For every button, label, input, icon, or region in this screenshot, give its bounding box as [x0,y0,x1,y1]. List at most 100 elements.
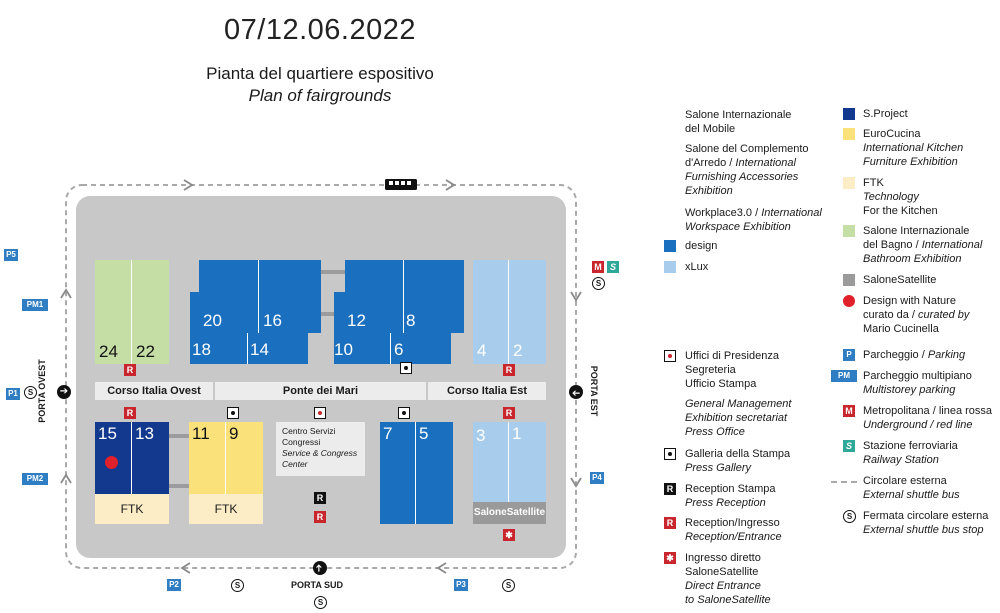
shuttle-direction-arrow [60,473,72,484]
hall-24[interactable]: 24 [95,260,132,364]
hall-14[interactable]: 14 [248,333,308,364]
map-title-italian: Pianta del quartiere espositivo [206,64,434,83]
legend-metro-icon: M [843,405,855,417]
legend-shuttle-line-icon [831,481,857,483]
parking-p5-badge[interactable]: P5 [4,249,18,261]
hall-18-front[interactable]: 18 [190,333,248,364]
legend-bagno: Salone Internazionale del Bagno / Intern… [863,225,983,265]
legend-uffici: Uffici di Presidenza Segreteria Ufficio … [685,350,792,438]
hall-16[interactable]: 16 [259,260,321,333]
bus-icon [385,179,417,190]
parking-p3-badge[interactable]: P3 [454,579,468,591]
hall-7[interactable]: 7 [380,422,416,524]
street-corso-italia-ovest: Corso Italia Ovest [95,382,213,400]
legend-ftk-swatch [843,177,855,189]
legend-bagno-swatch [843,225,855,237]
porta-sud-label: PORTA SUD [291,580,344,590]
map-title-english: Plan of fairgrounds [248,86,392,105]
parking-p2-badge[interactable]: P2 [167,579,181,591]
fairground-area: 24 22 20 16 18 14 12 8 10 6 4 2 Corso It… [76,196,566,558]
legend-direct-entrance-icon: ✱ [664,552,676,564]
metro-red-line-badge[interactable]: M [592,261,604,273]
press-reception-badge[interactable]: R [314,492,326,504]
shuttle-stop-icon[interactable]: S [592,277,605,290]
satellite-direct-entrance-icon[interactable]: ✱ [503,529,515,541]
hall-8[interactable]: 8 [404,260,464,333]
legend-multistorey-icon: PM [831,370,857,382]
hall-11[interactable]: 11 [189,422,226,494]
legend-reception-stampa: Reception Stampa Press Reception [685,483,776,509]
shuttle-direction-arrow [570,477,582,488]
legend-parking-icon: P [843,349,855,361]
hall-5[interactable]: 5 [416,422,453,524]
porta-sud-arrow-icon[interactable]: ➔ [313,561,327,575]
parking-pm1-badge[interactable]: PM1 [22,299,48,311]
hall-20[interactable]: 20 [199,260,259,333]
porta-ovest-label: PORTA OVEST [37,359,47,423]
management-office-marker[interactable] [314,407,326,419]
legend-circolare: Circolare esterna External shuttle bus [863,475,960,501]
shuttle-direction-arrow [60,288,72,299]
salone-satellite-area[interactable]: SaloneSatellite [473,502,546,524]
railway-station-badge[interactable]: S [607,261,619,273]
hall-22[interactable]: 22 [132,260,169,364]
hall-2[interactable]: 2 [509,260,546,364]
ftk-area-east[interactable]: FTK [189,494,263,524]
hall-10-west-edge [334,292,346,334]
legend-reception-ingresso: Reception/Ingresso Reception/Entrance [685,517,782,543]
legend-shuttle-stop-icon: S [843,510,856,523]
event-date: 07/12.06.2022 [224,14,416,46]
hall-6[interactable]: 6 [391,333,451,364]
legend-eurocucina-swatch [843,128,855,140]
legend-workplace: Workplace3.0 / International Workspace E… [685,207,822,233]
legend-sproject-swatch [843,108,855,120]
shuttle-direction-arrow [183,179,194,191]
reception-entrance-badge[interactable]: R [314,511,326,523]
connector [169,484,189,488]
press-gallery-marker[interactable] [400,362,412,374]
legend-parcheggio: Parcheggio / Parking [863,349,966,361]
reception-entrance-badge[interactable]: R [124,407,136,419]
hall-18-west-edge [190,292,200,334]
hall-3[interactable]: 3 [473,422,509,502]
shuttle-direction-arrow [436,562,447,574]
reception-entrance-badge[interactable]: R [503,407,515,419]
service-congress-center[interactable]: Centro Servizi Congressi Service & Congr… [276,422,365,476]
hall-9[interactable]: 9 [226,422,263,494]
parking-pm2-badge[interactable]: PM2 [22,473,48,485]
legend-satellite-swatch [843,274,855,286]
legend-office-icon [664,350,676,362]
press-gallery-marker[interactable] [398,407,410,419]
shuttle-stop-icon[interactable]: S [231,579,244,592]
porta-est-label: PORTA EST [589,365,599,417]
hall-13[interactable]: 13 [132,422,169,494]
hall-10[interactable]: 10 [334,333,391,364]
porta-ovest-arrow-icon[interactable]: ➔ [57,385,71,399]
legend-fermata: Fermata circolare esterna External shutt… [863,510,989,536]
shuttle-stop-icon[interactable]: S [24,386,37,399]
porta-est-arrow-icon[interactable]: ➔ [569,385,583,399]
reception-entrance-badge[interactable]: R [124,364,136,376]
hall-4[interactable]: 4 [473,260,509,364]
parking-p1-badge[interactable]: P1 [6,388,20,400]
hall-15[interactable]: 15 [95,422,132,494]
legend-xlux: xLux [685,261,709,273]
legend-rail-icon: S [843,440,855,452]
hall-12[interactable]: 12 [345,260,404,333]
legend-ingresso-diretto: Ingresso diretto SaloneSatellite Direct … [685,552,771,606]
shuttle-direction-arrow [570,291,582,302]
reception-entrance-badge[interactable]: R [503,364,515,376]
legend-multipiano: Parcheggio multipiano Multistorey parkin… [863,370,972,396]
connector [169,434,189,438]
street-ponte-dei-mari: Ponte dei Mari [215,382,426,400]
legend-salone-mobile: Salone Internazionale del Mobile [685,109,792,135]
shuttle-stop-icon[interactable]: S [314,596,327,609]
ftk-area-west[interactable]: FTK [95,494,169,524]
design-with-nature-marker[interactable] [105,456,118,469]
parking-p4-badge[interactable]: P4 [590,472,604,484]
hall-1[interactable]: 1 [509,422,546,502]
press-gallery-marker[interactable] [227,407,239,419]
shuttle-stop-icon[interactable]: S [502,579,515,592]
legend-stazione: Stazione ferroviaria Railway Station [863,440,958,466]
connector [321,312,345,316]
